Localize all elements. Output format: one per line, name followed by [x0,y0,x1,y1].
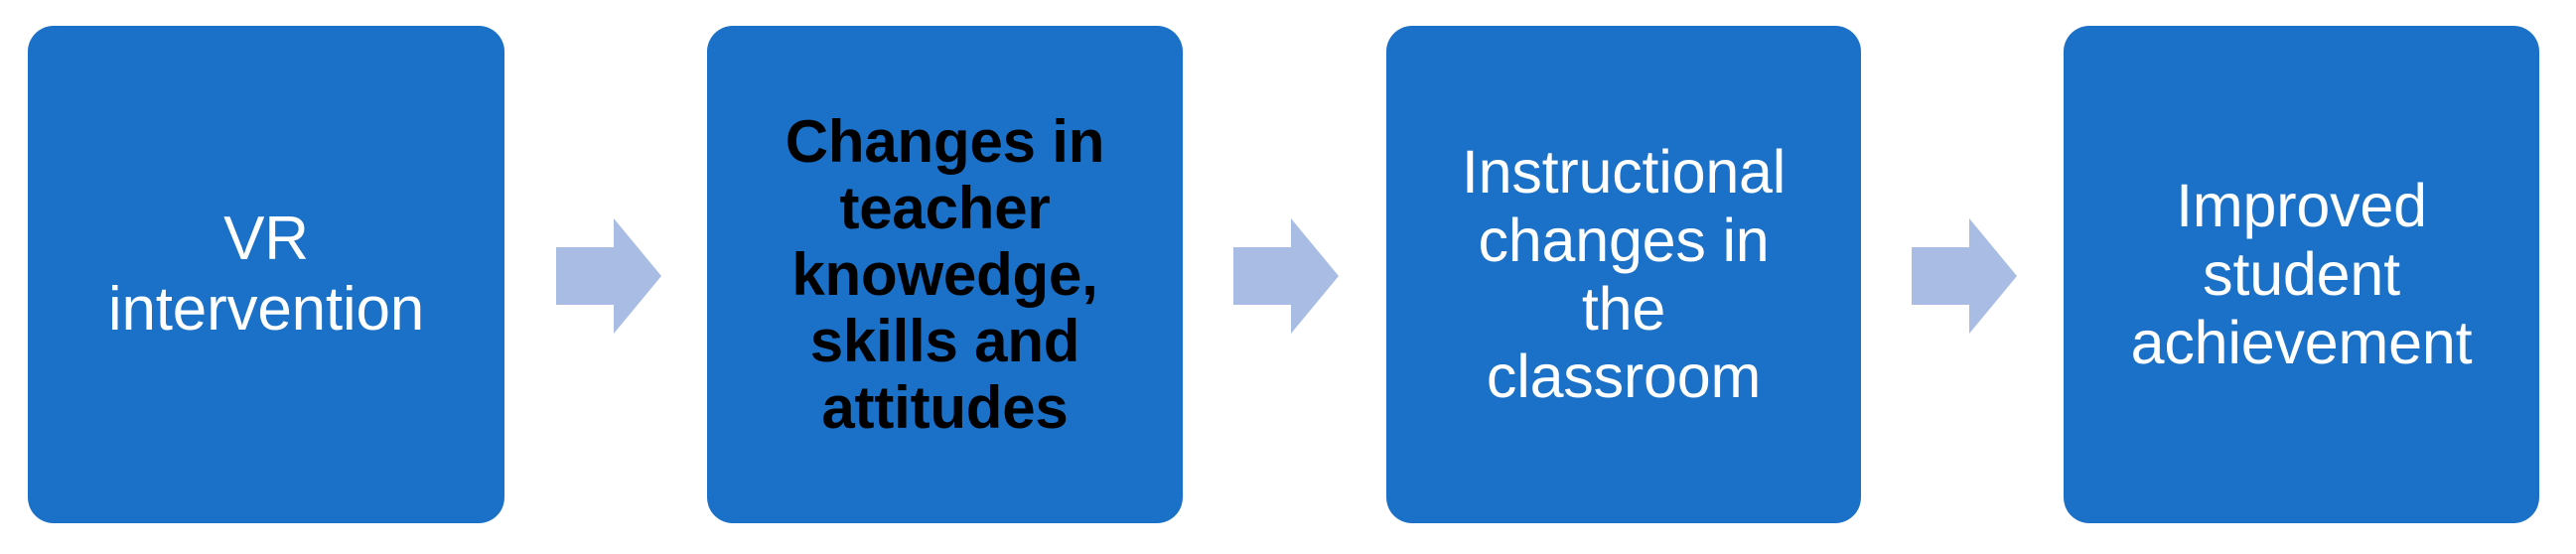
flow-node-label: Instructional changes in the classroom [1461,137,1787,411]
right-arrow-icon [1912,218,2017,334]
flow-node-instructional-changes[interactable]: Instructional changes in the classroom [1386,26,1861,523]
flow-node-label: VR intervention [107,205,425,344]
flow-node-student-achievement[interactable]: Improved student achievement [2064,26,2539,523]
right-arrow-icon [1233,218,1339,334]
flow-node-teacher-changes[interactable]: Changes in teacher knowedge, skills and … [707,26,1183,523]
flow-node-label: Changes in teacher knowedge, skills and … [785,107,1105,442]
right-arrow-icon [556,218,661,334]
flow-node-vr-intervention[interactable]: VR intervention [28,26,504,523]
flow-node-label: Improved student achievement [2130,172,2473,376]
